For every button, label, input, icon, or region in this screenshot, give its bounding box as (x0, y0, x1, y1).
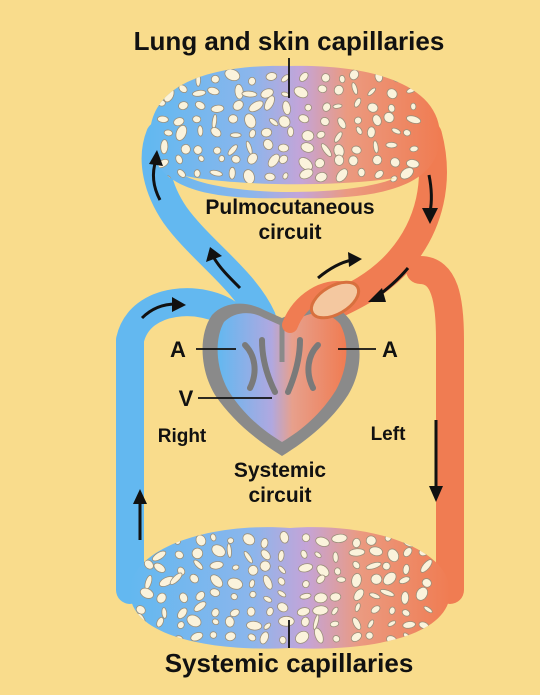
capillary-cell (423, 532, 433, 547)
capillary-cell (194, 170, 200, 178)
capillary-cell (177, 67, 189, 83)
arrowhead-systemic-out (348, 252, 362, 267)
capillary-cell (382, 562, 390, 570)
systemic-capillary-bed (130, 527, 450, 648)
capillary-cell (406, 69, 418, 81)
capillary-cell (247, 607, 255, 616)
systemic-label-line2: circuit (248, 484, 311, 507)
capillary-cell (352, 538, 360, 548)
capillary-cell (227, 537, 234, 544)
capillary-cell (337, 577, 346, 583)
capillary-cell (198, 125, 204, 136)
ventricle-label: V (179, 386, 194, 411)
capillary-cell (279, 616, 295, 626)
capillary-cell (386, 142, 397, 148)
systemic-label-line1: Systemic (234, 459, 327, 482)
pulmocutaneous-label-line1: Pulmocutaneous (205, 196, 374, 219)
atrium-right-label: A (170, 337, 186, 362)
capillary-cell (371, 574, 382, 585)
capillary-cell (333, 552, 339, 563)
capillary-cell (358, 168, 366, 177)
capillary-cell (196, 74, 201, 87)
capillary-cell (230, 133, 241, 138)
capillary-cell (152, 533, 166, 542)
lung-skin-capillary-bed (150, 66, 440, 198)
capillary-cell (229, 167, 236, 179)
capillary-cell (157, 100, 165, 107)
atrium-left-label: A (382, 337, 398, 362)
capillary-cell (401, 591, 409, 604)
capillary-cell (211, 75, 219, 83)
capillary-cell (348, 156, 358, 166)
capillary-cell (161, 74, 168, 82)
capillary-cell (411, 103, 417, 110)
right-side-label: Right (158, 426, 207, 447)
capillary-cell (305, 104, 312, 111)
left-side-label: Left (371, 424, 407, 445)
arrow-systemic-out (318, 260, 352, 278)
capillary-cell (162, 638, 169, 643)
capillary-cell (288, 127, 294, 137)
capillary-cell (420, 634, 430, 644)
top-title: Lung and skin capillaries (134, 26, 445, 56)
bottom-title: Systemic capillaries (165, 648, 414, 678)
capillary-cell (302, 130, 314, 141)
capillary-cell (210, 632, 217, 639)
capillary-cell (278, 144, 289, 152)
capillary-cell (228, 115, 237, 124)
pulmocutaneous-label-line2: circuit (258, 221, 321, 244)
capillary-cell (140, 630, 149, 639)
capillary-cell (174, 636, 184, 647)
capillary-cell (339, 75, 346, 83)
